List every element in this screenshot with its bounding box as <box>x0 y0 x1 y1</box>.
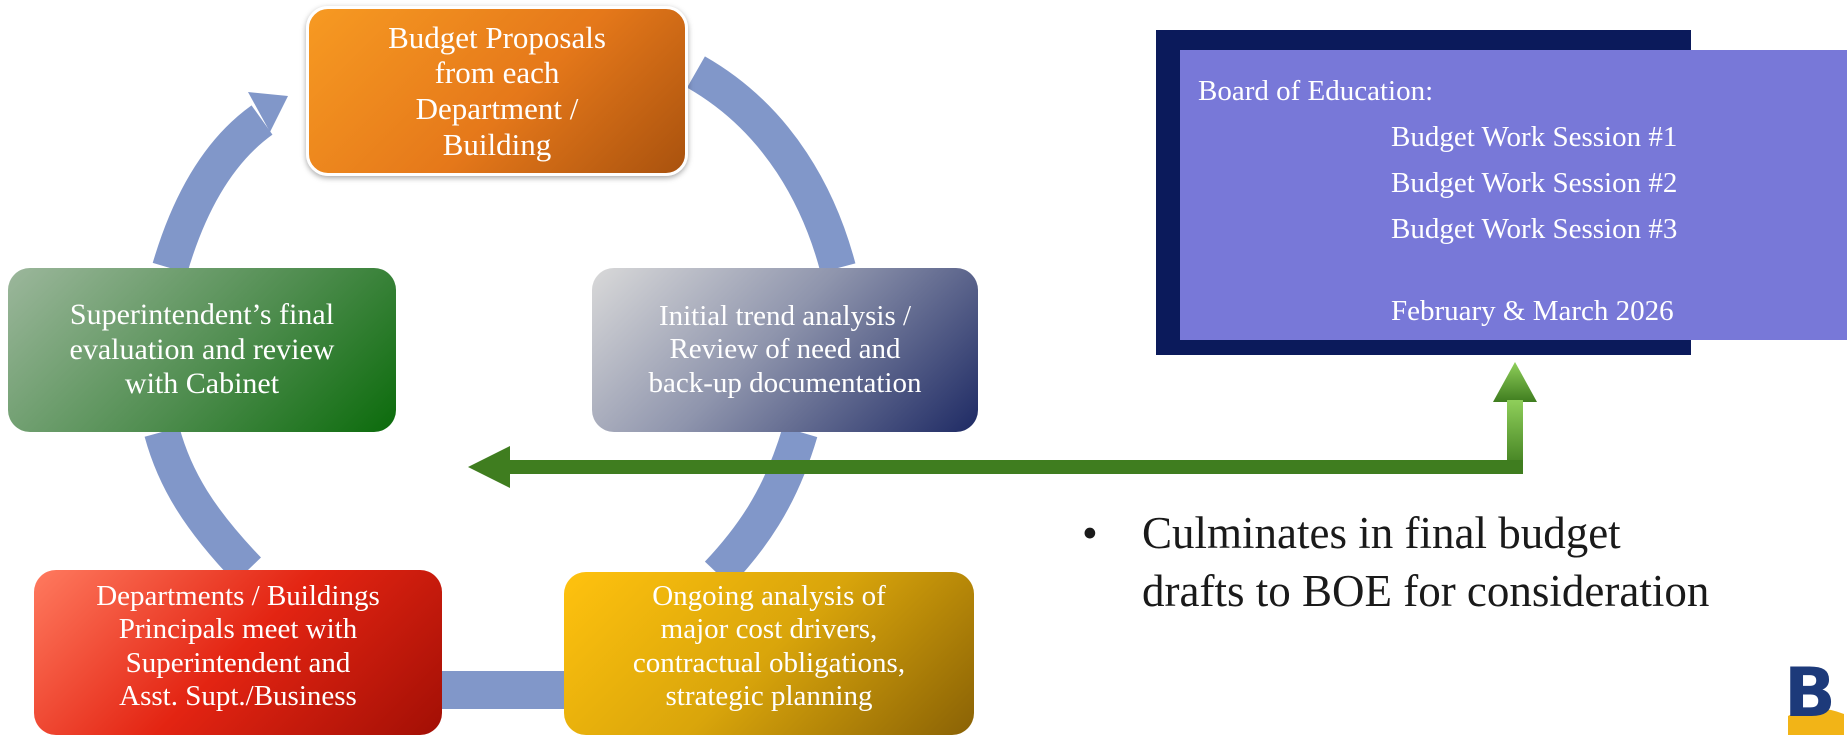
board-panel: Board of Education: Budget Work Session … <box>1180 50 1847 340</box>
board-session-item: Budget Work Session #2 <box>1391 167 1678 199</box>
district-logo: B <box>1784 654 1844 735</box>
connector-arrow-up-shaft <box>1507 400 1523 470</box>
logo-accent <box>1788 708 1844 735</box>
bullet-text: Culminates in final budget drafts to BOE… <box>1142 508 1710 616</box>
connector-arrow-left-head <box>468 446 510 488</box>
node-budget-proposals: Budget Proposals from each Department / … <box>306 6 688 176</box>
cycle-arc-right-bottom <box>704 426 818 587</box>
bullet-marker: • <box>1082 508 1098 558</box>
node-initial-trend-analysis: Initial trend analysis / Review of need … <box>592 268 978 432</box>
node-departments-meet: Departments / Buildings Principals meet … <box>34 570 442 735</box>
board-session-item: Budget Work Session #3 <box>1391 213 1678 245</box>
node-ongoing-analysis: Ongoing analysis of major cost drivers, … <box>564 572 974 735</box>
board-session-list: Budget Work Session #1 Budget Work Sessi… <box>1391 114 1677 252</box>
node-superintendent-final-review: Superintendent’s final evaluation and re… <box>8 268 396 432</box>
connector-arrow-horizontal-shaft <box>500 460 1523 474</box>
board-date: February & March 2026 <box>1391 295 1674 327</box>
board-title: Board of Education: <box>1198 75 1434 107</box>
logo-letter: B <box>1784 654 1836 733</box>
cycle-arc-top-right <box>686 56 856 273</box>
board-session-item: Budget Work Session #1 <box>1391 121 1678 153</box>
cycle-arrowhead <box>248 92 288 132</box>
cycle-arc-left-top <box>152 105 273 274</box>
cycle-arc-bottom-left <box>144 427 261 583</box>
connector-arrow-up-head <box>1493 362 1537 402</box>
